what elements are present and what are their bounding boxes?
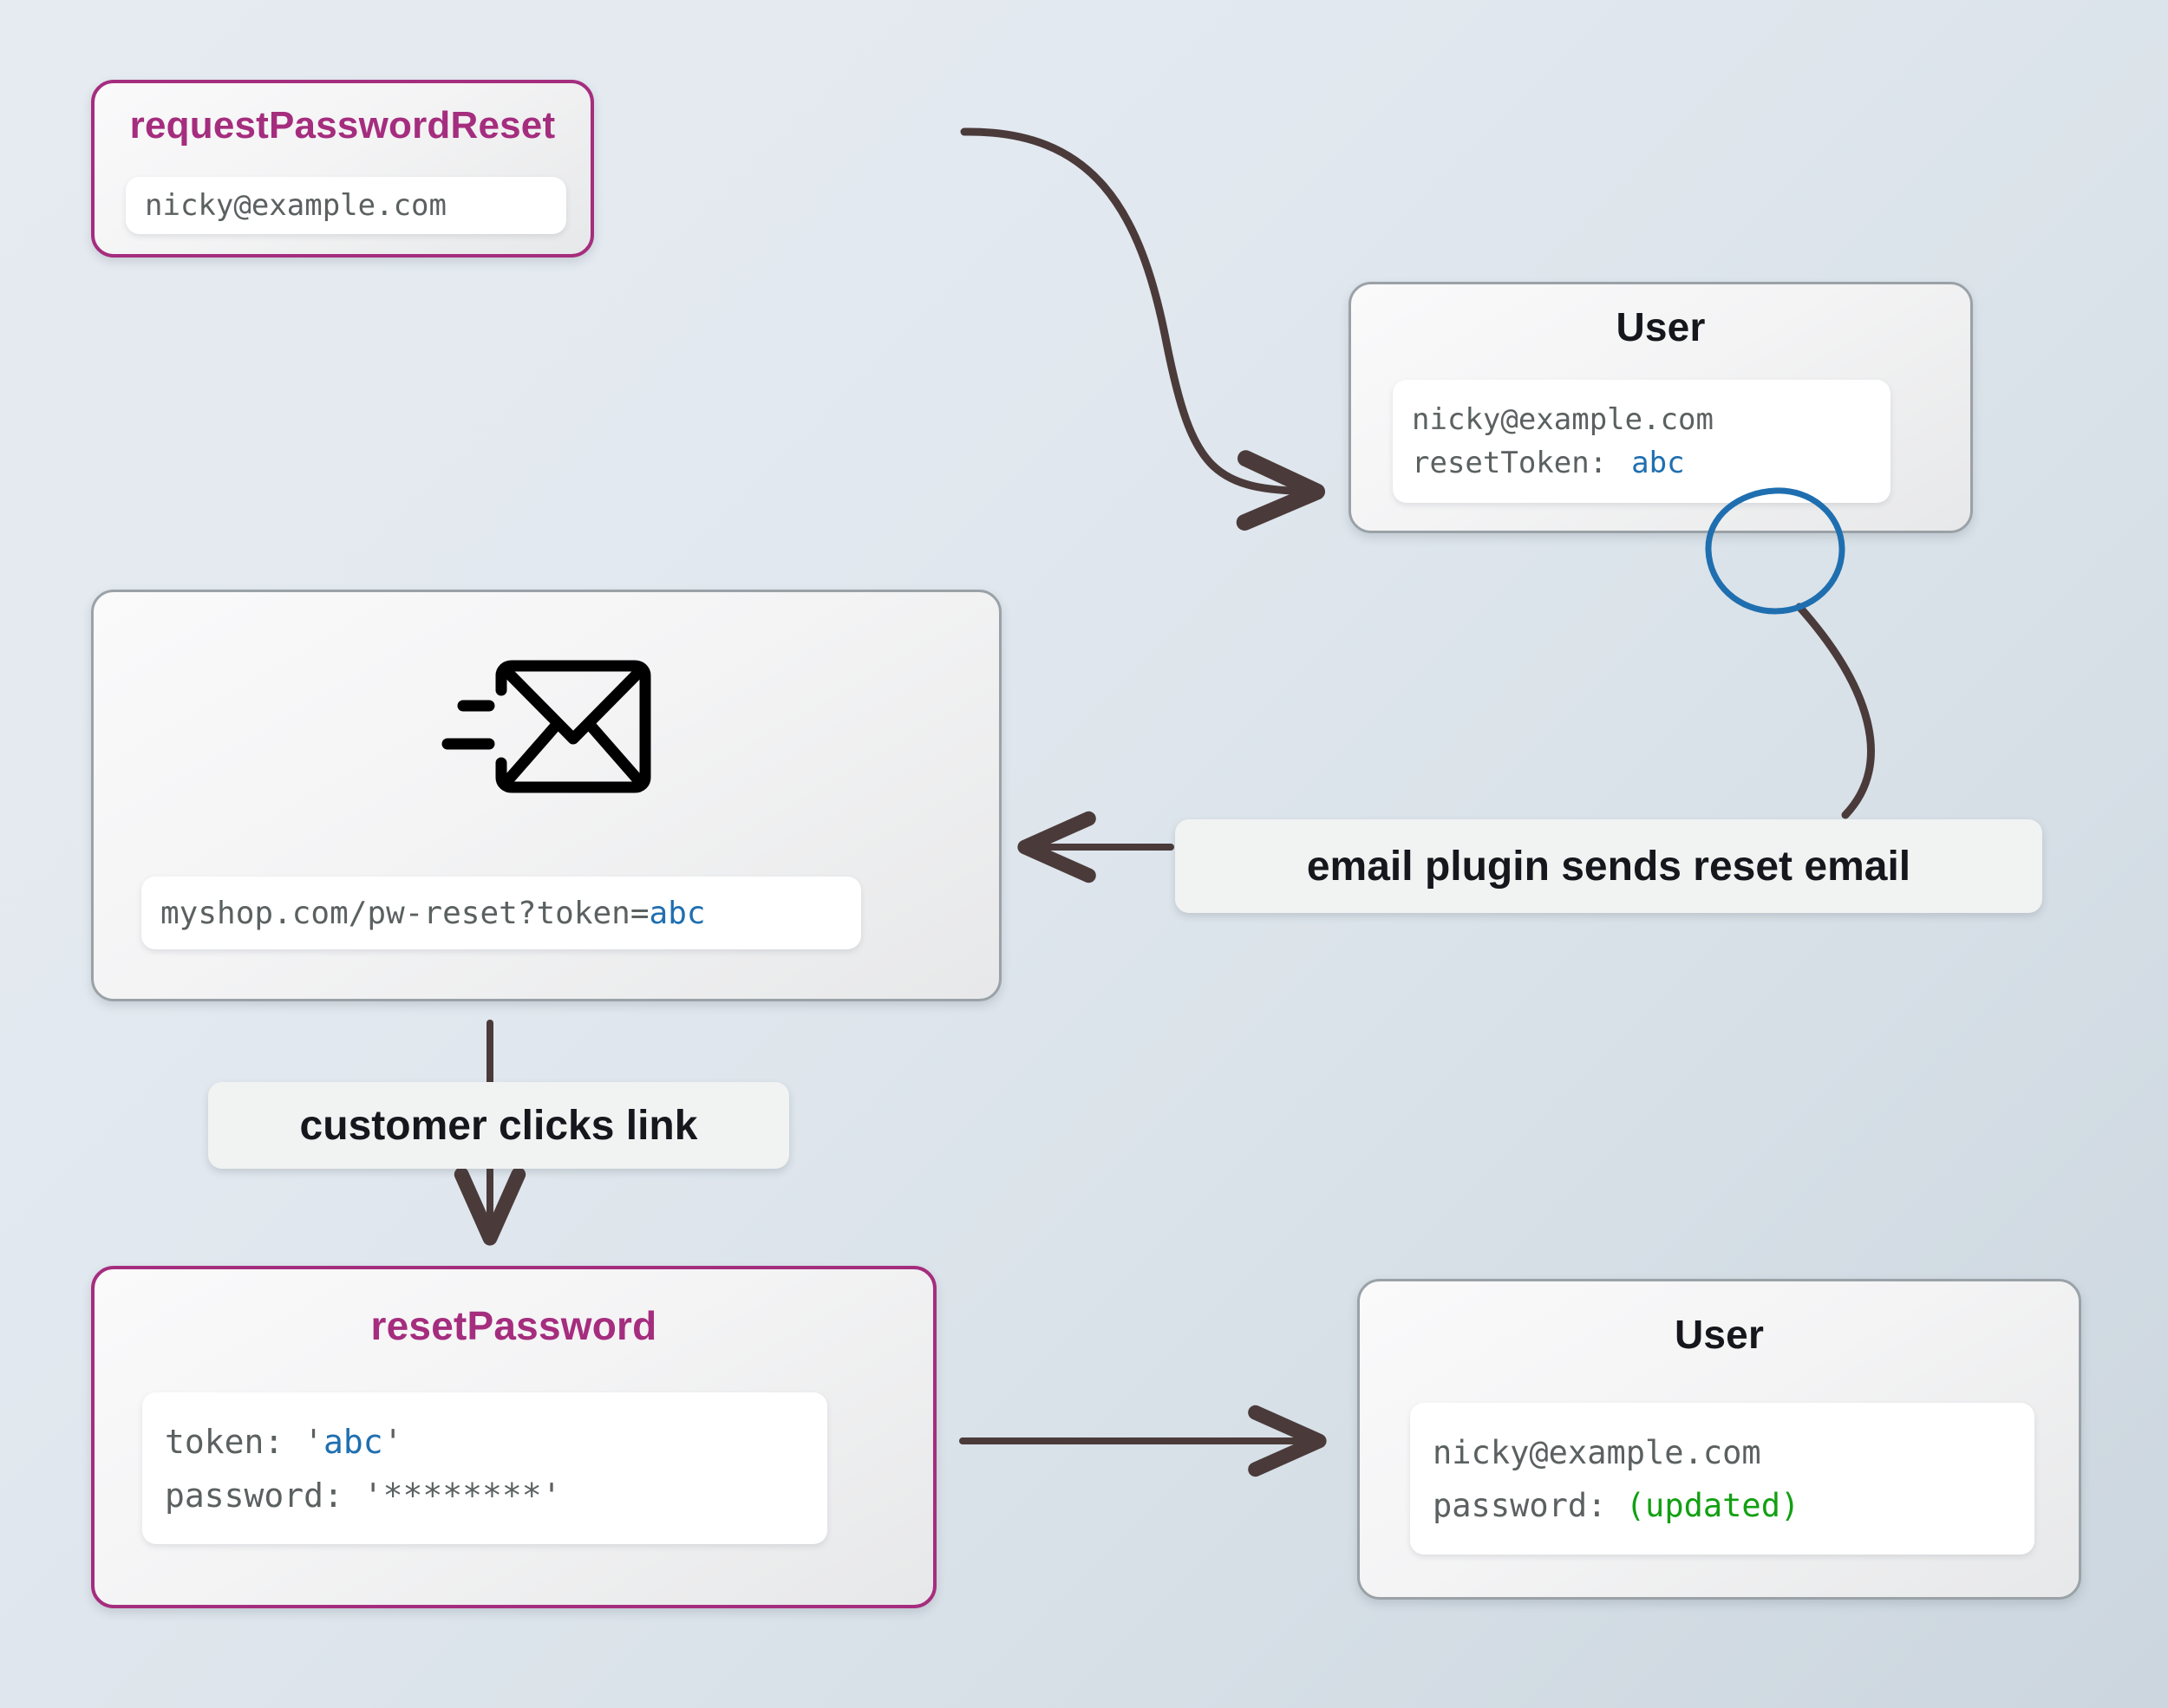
- field-reset-password-args: token: 'abc' password: '********': [142, 1392, 827, 1544]
- reset-token-quote-open: ': [304, 1422, 324, 1461]
- node-title-user-bottom: User: [1674, 1312, 1765, 1357]
- user-bottom-password-line: password: (updated): [1433, 1487, 2012, 1524]
- node-user-top[interactable]: User nicky@example.com resetToken: abc: [1348, 282, 1973, 533]
- field-user-top-record: nicky@example.com resetToken: abc: [1393, 380, 1890, 503]
- node-user-bottom[interactable]: User nicky@example.com password: (update…: [1357, 1279, 2081, 1600]
- field-user-bottom-record: nicky@example.com password: (updated): [1410, 1403, 2034, 1555]
- reset-token-label: token:: [165, 1422, 304, 1461]
- user-top-token-label: resetToken:: [1412, 446, 1608, 480]
- edge-label-customer-clicks-text: customer clicks link: [299, 1102, 698, 1149]
- user-bottom-password-label: password:: [1433, 1486, 1626, 1524]
- send-email-envelope-icon: [441, 660, 651, 793]
- reset-token-value: abc: [323, 1422, 383, 1461]
- user-top-token-value: abc: [1631, 446, 1685, 480]
- edge-label-email-plugin: email plugin sends reset email: [1175, 819, 2042, 913]
- reset-token-quote-close: ': [382, 1422, 403, 1461]
- reset-token-line: token: 'abc': [165, 1423, 805, 1461]
- node-reset-password[interactable]: resetPassword token: 'abc' password: '**…: [91, 1266, 937, 1608]
- edge-label-customer-clicks: customer clicks link: [208, 1082, 789, 1169]
- field-request-email: nicky@example.com: [126, 177, 566, 234]
- reset-password-value: password: '********': [165, 1476, 562, 1515]
- email-url-token: abc: [649, 895, 706, 931]
- request-email-value: nicky@example.com: [145, 188, 447, 223]
- node-title-reset-password: resetPassword: [370, 1303, 657, 1348]
- edge-request-to-user: [960, 127, 1326, 531]
- user-top-email: nicky@example.com: [1412, 402, 1714, 437]
- node-title-request-password-reset: requestPasswordReset: [129, 104, 556, 147]
- node-title-user-top: User: [1616, 304, 1706, 349]
- user-bottom-email: nicky@example.com: [1433, 1433, 1761, 1471]
- edge-token-to-plugin: [1795, 603, 1875, 819]
- node-request-password-reset[interactable]: requestPasswordReset nicky@example.com: [91, 80, 594, 258]
- user-bottom-password-value: (updated): [1625, 1486, 1800, 1524]
- user-top-token-line: resetToken: abc: [1412, 446, 1871, 480]
- email-url-prefix: myshop.com/pw-reset?token=: [160, 895, 650, 931]
- node-email-message[interactable]: myshop.com/pw-reset?token=abc: [91, 590, 1002, 1001]
- email-url-line: myshop.com/pw-reset?token=abc: [160, 896, 842, 931]
- edge-label-email-plugin-text: email plugin sends reset email: [1306, 843, 1911, 890]
- field-email-url: myshop.com/pw-reset?token=abc: [141, 877, 861, 949]
